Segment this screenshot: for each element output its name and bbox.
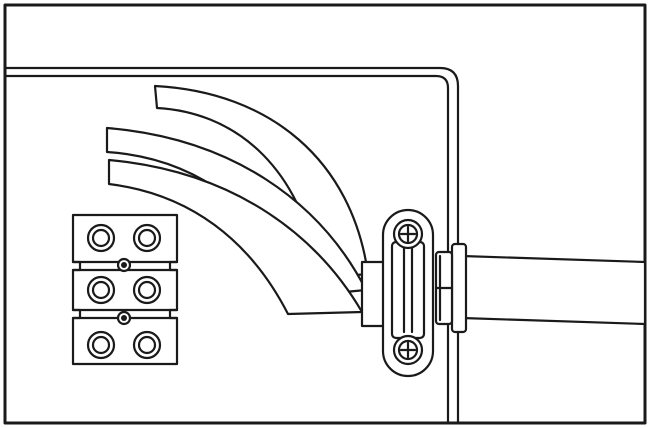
- enclosure-inner-edge: [3, 74, 450, 425]
- external-cable: [460, 254, 647, 326]
- terminal-rivet: [116, 310, 132, 326]
- screw-icon: [392, 218, 424, 250]
- terminal-screw: [132, 275, 162, 305]
- screw-icon: [392, 334, 424, 366]
- terminal-rivet: [116, 257, 132, 273]
- terminal-screw: [132, 330, 162, 360]
- cable-clamp-icon: [381, 208, 435, 378]
- terminal-screw: [86, 275, 116, 305]
- terminal-screw: [86, 330, 116, 360]
- cable-gland-icon: [434, 242, 468, 334]
- terminal-screw: [132, 223, 162, 253]
- outer-frame: [3, 3, 647, 425]
- enclosure-outer-edge: [3, 66, 460, 425]
- terminal-screw: [86, 223, 116, 253]
- terminal-block-icon: [71, 213, 179, 366]
